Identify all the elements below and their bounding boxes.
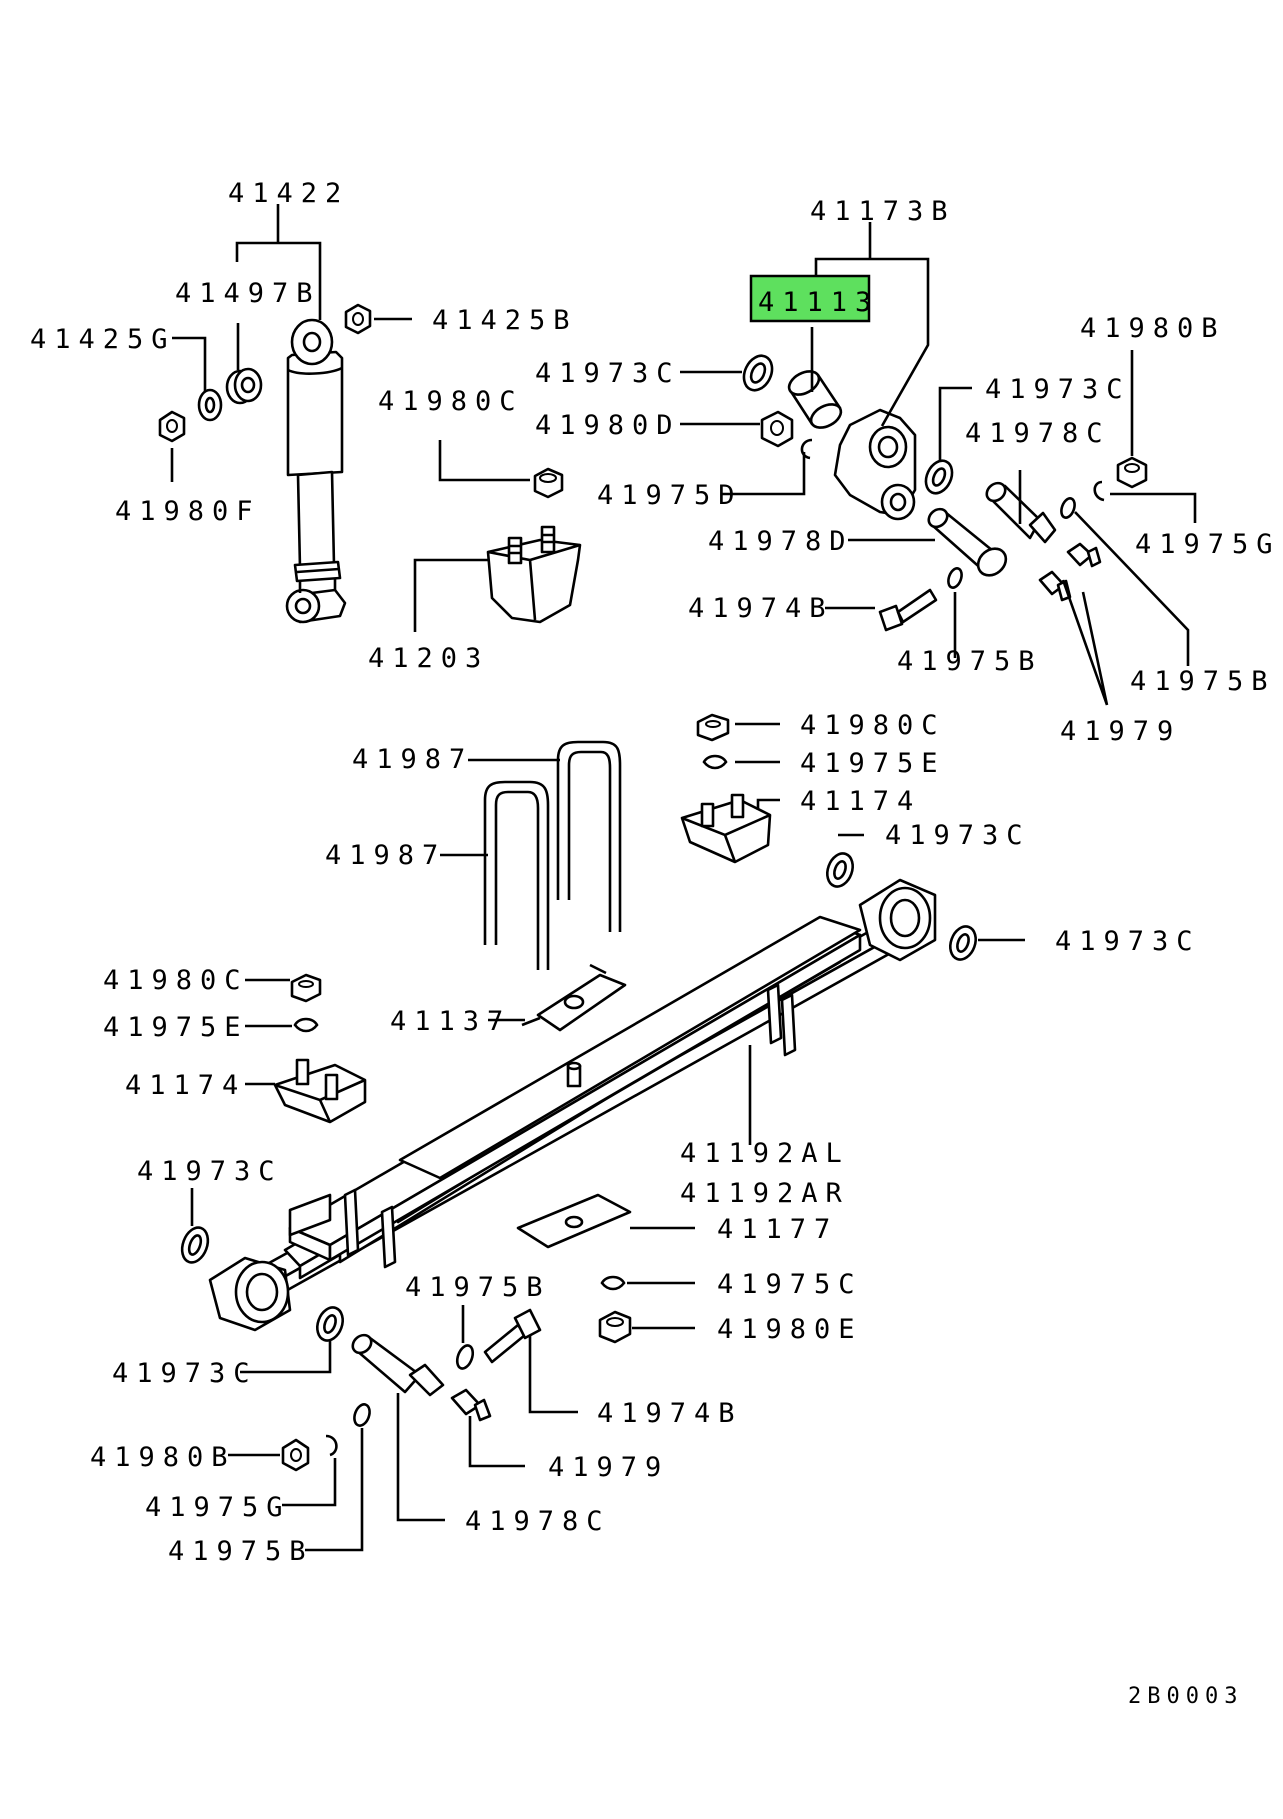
shock-nut-right[interactable]: [344, 303, 372, 335]
label-41973C-f[interactable]: 41973C: [112, 1358, 258, 1389]
label-41978C-top[interactable]: 41978C: [965, 418, 1111, 449]
shackle-nut-41980D[interactable]: [760, 410, 794, 448]
lower-clip-41975C[interactable]: [600, 1275, 626, 1291]
lower-pin-41978C[interactable]: [349, 1331, 445, 1397]
label-41979-top[interactable]: 41979: [1060, 716, 1181, 747]
label-41978C-low[interactable]: 41978C: [465, 1506, 611, 1537]
bumper-stop[interactable]: [486, 525, 582, 624]
seat-nut-right[interactable]: [696, 713, 730, 742]
label-41980C-left[interactable]: 41980C: [103, 965, 249, 996]
lower-clip-41975G[interactable]: [325, 1434, 338, 1457]
seat-nut-left[interactable]: [290, 973, 322, 1003]
label-41975G-low[interactable]: 41975G: [145, 1492, 291, 1523]
spring-seat-right[interactable]: [680, 793, 772, 864]
shackle-bushing-41113[interactable]: [785, 367, 845, 433]
spring-pad[interactable]: [521, 963, 627, 1032]
label-41975C[interactable]: 41975C: [717, 1269, 863, 1300]
spring-plate-41177[interactable]: [516, 1193, 632, 1249]
shock-washer[interactable]: [197, 388, 223, 422]
eye-washer-left[interactable]: [178, 1224, 213, 1266]
u-bolt-rear[interactable]: [556, 740, 622, 932]
label-41973C-b[interactable]: 41973C: [985, 374, 1131, 405]
label-41203[interactable]: 41203: [368, 643, 489, 674]
eye-washer-right-1[interactable]: [823, 850, 857, 890]
label-41975D[interactable]: 41975D: [597, 480, 743, 511]
label-41973C-a[interactable]: 41973C: [535, 358, 681, 389]
shackle-nut-41980B[interactable]: [1116, 456, 1148, 489]
label-41975G-top[interactable]: 41975G: [1135, 529, 1281, 560]
leader-lines: [170, 204, 1197, 1552]
part-labels: 41422 41497B 41425G 41425B 41980F 41980C…: [30, 178, 1281, 1709]
shackle-bolt-41974B[interactable]: [878, 588, 938, 632]
u-bolt-front[interactable]: [483, 780, 550, 970]
label-41174-mid[interactable]: 41174: [800, 786, 921, 817]
shackle-pin-41978C[interactable]: [983, 479, 1057, 544]
label-41974B-top[interactable]: 41974B: [688, 593, 834, 624]
grease-nipple-upper[interactable]: [1066, 542, 1102, 568]
label-41192AL[interactable]: 41192AL: [680, 1138, 850, 1169]
label-41980C-mid[interactable]: 41980C: [800, 710, 946, 741]
label-41973C-d[interactable]: 41973C: [1055, 926, 1201, 957]
lower-grease-nipple-41979[interactable]: [450, 1388, 492, 1422]
lower-washer-small[interactable]: [352, 1402, 373, 1427]
label-41497B[interactable]: 41497B: [175, 278, 321, 309]
label-41975B-right[interactable]: 41975B: [1130, 666, 1276, 697]
label-41425G[interactable]: 41425G: [30, 324, 176, 355]
shackle-clip-41975D[interactable]: [800, 438, 813, 460]
spring-seat-left[interactable]: [273, 1058, 367, 1124]
label-41173B[interactable]: 41173B: [810, 196, 956, 227]
lower-nut-41980E[interactable]: [598, 1310, 632, 1344]
label-41987-a[interactable]: 41987: [352, 744, 473, 775]
seat-clip-left[interactable]: [293, 1017, 319, 1033]
shock-absorber[interactable]: [285, 318, 347, 624]
label-41980E[interactable]: 41980E: [717, 1314, 863, 1345]
label-41980B-low[interactable]: 41980B: [90, 1442, 236, 1473]
label-41425B[interactable]: 41425B: [432, 305, 578, 336]
label-41975E-left[interactable]: 41975E: [103, 1012, 249, 1043]
shock-bushing[interactable]: [225, 367, 263, 405]
shackle-washer-right[interactable]: [921, 457, 957, 498]
leaf-spring[interactable]: [208, 878, 937, 1332]
shackle-pin-41978D[interactable]: [925, 505, 1011, 580]
lower-nut-41980B[interactable]: [281, 1438, 310, 1472]
shackle-washer-small[interactable]: [1059, 497, 1077, 520]
label-41980F[interactable]: 41980F: [115, 496, 261, 527]
footer-code: 2B0003: [1128, 1684, 1243, 1709]
eye-washer-lower[interactable]: [313, 1304, 347, 1344]
label-41975B-bottom[interactable]: 41975B: [168, 1536, 314, 1567]
eye-washer-right-2[interactable]: [946, 923, 980, 963]
label-41987-b[interactable]: 41987: [325, 840, 446, 871]
label-41174-left[interactable]: 41174: [125, 1070, 246, 1101]
label-41979-low[interactable]: 41979: [548, 1452, 669, 1483]
bumper-nut[interactable]: [533, 467, 564, 499]
label-41975B-low[interactable]: 41975B: [405, 1272, 551, 1303]
label-41980C-top[interactable]: 41980C: [378, 386, 524, 417]
label-41974B-low[interactable]: 41974B: [597, 1398, 743, 1429]
shackle-washer-41975B[interactable]: [946, 567, 964, 590]
shackle-bracket[interactable]: [833, 408, 917, 521]
shackle-clip-41975G[interactable]: [1093, 480, 1105, 502]
label-41980B-top[interactable]: 41980B: [1080, 313, 1226, 344]
lower-washer-41975B[interactable]: [454, 1343, 475, 1370]
label-41975B-mid[interactable]: 41975B: [897, 646, 1043, 677]
shock-nut-left[interactable]: [158, 410, 186, 443]
label-41973C-c[interactable]: 41973C: [885, 820, 1031, 851]
label-41177[interactable]: 41177: [717, 1214, 838, 1245]
label-41978D[interactable]: 41978D: [708, 526, 854, 557]
highlight-box-41113: [749, 274, 871, 323]
label-41973C-e[interactable]: 41973C: [137, 1156, 283, 1187]
label-41137[interactable]: 41137: [390, 1006, 511, 1037]
label-41113[interactable]: 41113: [758, 287, 879, 318]
label-41980D[interactable]: 41980D: [535, 410, 681, 441]
label-41422[interactable]: 41422: [228, 178, 349, 209]
label-41192AR[interactable]: 41192AR: [680, 1178, 850, 1209]
seat-clip-right[interactable]: [702, 754, 728, 770]
shackle-washer-top[interactable]: [739, 351, 778, 395]
label-41975E-mid[interactable]: 41975E: [800, 748, 946, 779]
lower-bolt-41974B[interactable]: [483, 1308, 542, 1364]
